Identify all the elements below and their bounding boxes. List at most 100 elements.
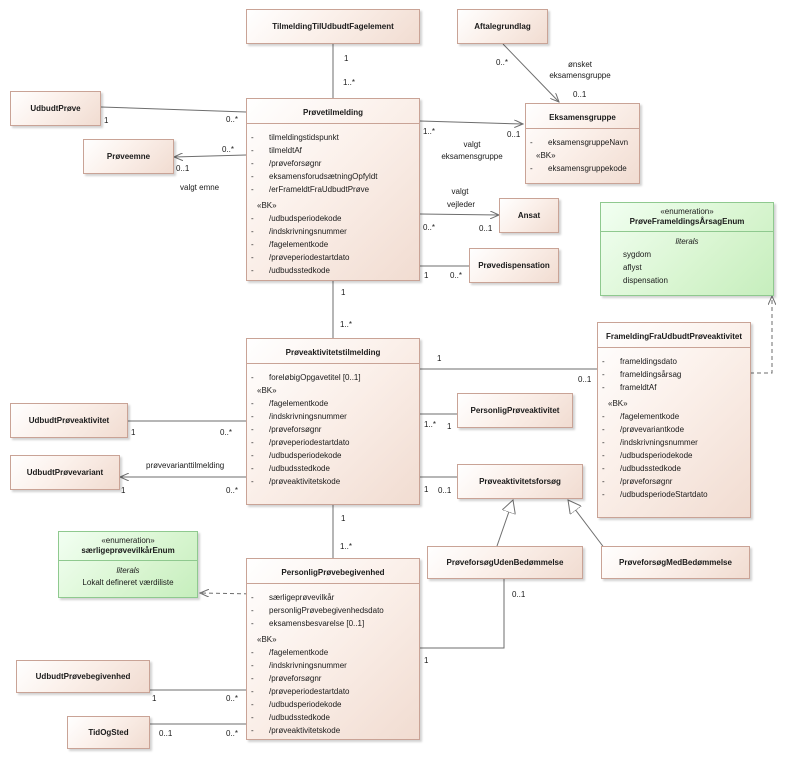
class-udbudt-proveaktivitet[interactable]: UdbudtPrøveaktivitet xyxy=(10,403,128,438)
class-proveemne[interactable]: Prøveemne xyxy=(83,139,174,174)
attribute: -frameldingsdato xyxy=(602,357,677,366)
class-name: Ansat xyxy=(517,211,541,220)
class-provedispensation[interactable]: Prøvedispensation xyxy=(469,248,559,283)
stereotype-bk: «BK» xyxy=(608,399,628,408)
class-title: PersonligPrøvebegivenhed xyxy=(247,559,419,584)
key-attribute: -/prøveaktivitetskode xyxy=(251,477,341,486)
generalization-uden-forsog xyxy=(496,500,513,547)
enum-prove-framelding-arsag[interactable]: «enumeration» PrøveFrameldingsÅrsagEnum … xyxy=(600,202,774,296)
key-attribute: -/udbudsperiodekode xyxy=(602,451,693,460)
role-label: prøvevarianttilmelding xyxy=(146,461,225,470)
enum-header: «enumeration» særligeprøvevilkårEnum xyxy=(59,532,197,561)
assoc-aftalegrundlag-eksamensgruppe xyxy=(502,43,559,102)
attribute-list: -foreløbigOpgavetitel [0..1] xyxy=(247,364,419,384)
key-attribute: -/prøveperiodestartdato xyxy=(251,687,350,696)
enum-literal: dispensation xyxy=(623,276,668,285)
key-list: -/fagelementkode -/indskrivningsnummer -… xyxy=(247,646,419,737)
assoc-provetilmelding-proveemne xyxy=(174,155,247,157)
attribute-list: -frameldingsdato -frameldingsårsag -fram… xyxy=(598,348,750,394)
multiplicity: 0..1 xyxy=(578,375,592,384)
key-attribute: -/indskrivningsnummer xyxy=(251,661,347,670)
class-framelding-fra-udbudt-proveaktivitet[interactable]: FrameldingFraUdbudtPrøveaktivitet -frame… xyxy=(597,322,751,518)
class-name: Prøveaktivitetsforsøg xyxy=(479,477,561,486)
class-tilmelding-til-udbudt-fagelement[interactable]: TilmeldingTilUdbudtFagelement xyxy=(246,9,420,44)
assoc-personligprovebegivenhed-udenbedommelse xyxy=(420,579,505,649)
key-attribute: -/udbudsstedkode xyxy=(251,464,330,473)
attribute: -personligPrøvebegivenhedsdato xyxy=(251,606,384,615)
class-udbudt-provebegivenhed[interactable]: UdbudtPrøvebegivenhed xyxy=(16,660,150,693)
key-attribute: -/indskrivningsnummer xyxy=(251,227,347,236)
enum-literal: Lokalt defineret værdiliste xyxy=(82,578,174,587)
multiplicity: 0..* xyxy=(423,223,436,232)
key-attribute: -/prøveforsøgnr xyxy=(602,477,673,486)
key-attribute: -eksamensgruppekode xyxy=(530,164,627,173)
class-title: Eksamensgruppe xyxy=(526,104,639,129)
class-personlig-proveaktivitet[interactable]: PersonligPrøveaktivitet xyxy=(457,393,573,428)
class-eksamensgruppe[interactable]: Eksamensgruppe -eksamensgruppeNavn «BK» … xyxy=(525,103,640,184)
attribute-list: -eksamensgruppeNavn xyxy=(526,129,639,149)
class-name: UdbudtPrøveaktivitet xyxy=(28,416,110,425)
enum-literal: sygdom xyxy=(623,250,652,259)
multiplicity: 0..1 xyxy=(159,729,173,738)
class-proveforsog-uden-bedommelse[interactable]: PrøveforsøgUdenBedømmelse xyxy=(427,546,583,579)
multiplicity: 0..* xyxy=(226,694,239,703)
class-aftalegrundlag[interactable]: Aftalegrundlag xyxy=(457,9,548,44)
key-attribute: -/udbudsstedkode xyxy=(602,464,681,473)
class-tid-og-sted[interactable]: TidOgSted xyxy=(67,716,150,749)
class-name: UdbudtPrøve xyxy=(30,104,81,113)
stereotype-bk: «BK» xyxy=(536,151,556,160)
key-attribute: -/prøveperiodestartdato xyxy=(251,438,350,447)
multiplicity: 1 xyxy=(424,271,429,280)
enum-saerlige-provevilkar[interactable]: «enumeration» særligeprøvevilkårEnum lit… xyxy=(58,531,198,598)
class-name: PersonligPrøveaktivitet xyxy=(470,406,560,415)
enum-section-label: literals xyxy=(675,237,699,246)
key-attribute: -/fagelementkode xyxy=(602,412,680,421)
key-attribute: -/indskrivningsnummer xyxy=(602,438,698,447)
multiplicity: 0..* xyxy=(226,486,239,495)
multiplicity: 0..* xyxy=(226,729,239,738)
key-attribute: -/udbudsperiodekode xyxy=(251,214,342,223)
multiplicity: 0..* xyxy=(222,145,235,154)
attribute: -særligeprøvevilkår xyxy=(251,593,335,602)
multiplicity: 0..* xyxy=(220,428,233,437)
enum-section-label: literals xyxy=(116,566,140,575)
attribute: -eksamensgruppeNavn xyxy=(530,138,629,147)
role-label: valgt xyxy=(451,187,469,196)
class-name: TilmeldingTilUdbudtFagelement xyxy=(272,22,394,31)
attribute-list: -særligeprøvevilkår -personligPrøvebegiv… xyxy=(247,584,419,630)
class-name: PrøveforsøgUdenBedømmelse xyxy=(446,558,564,567)
class-proveforsog-med-bedommelse[interactable]: PrøveforsøgMedBedømmelse xyxy=(601,546,750,579)
key-attribute: -/udbudsstedkode xyxy=(251,713,330,722)
enum-values: sygdom aflyst dispensation xyxy=(601,248,773,287)
key-attribute: -/fagelementkode xyxy=(251,648,329,657)
enum-stereotype: «enumeration» xyxy=(660,207,714,216)
class-udbudt-provevariant[interactable]: UdbudtPrøvevariant xyxy=(10,455,120,490)
multiplicity: 1 xyxy=(424,485,429,494)
class-name: Aftalegrundlag xyxy=(474,22,531,31)
multiplicity: 1..* xyxy=(423,127,436,136)
key-attribute: -/prøvevariantkode xyxy=(602,425,685,434)
attribute: -tilmeldingstidspunkt xyxy=(251,133,339,142)
multiplicity: 1..* xyxy=(340,320,353,329)
multiplicity: 0..* xyxy=(496,58,509,67)
generalization-med-forsog xyxy=(568,500,606,550)
class-ansat[interactable]: Ansat xyxy=(499,198,559,233)
multiplicity: 0..1 xyxy=(479,224,493,233)
key-attribute: -/fagelementkode xyxy=(251,399,329,408)
multiplicity: 1 xyxy=(437,354,442,363)
multiplicity: 0..* xyxy=(450,271,463,280)
multiplicity: 1 xyxy=(424,656,429,665)
multiplicity: 0..1 xyxy=(438,486,452,495)
multiplicity: 1..* xyxy=(424,420,437,429)
role-label: ønsket xyxy=(567,60,592,69)
key-attribute: -/udbudsperiodekode xyxy=(251,451,342,460)
class-name: TidOgSted xyxy=(88,728,129,737)
class-provetilmelding[interactable]: Prøvetilmelding -tilmeldingstidspunkt -t… xyxy=(246,98,420,281)
class-personlig-provebegivenhed[interactable]: PersonligPrøvebegivenhed -særligeprøvevi… xyxy=(246,558,420,740)
multiplicity: 1 xyxy=(121,486,126,495)
key-list: -/udbudsperiodekode -/indskrivningsnumme… xyxy=(247,212,419,277)
class-udbudt-prove[interactable]: UdbudtPrøve xyxy=(10,91,101,126)
class-proveaktivitetsforsog[interactable]: Prøveaktivitetsforsøg xyxy=(457,464,583,499)
class-proveaktivitetstilmelding[interactable]: Prøveaktivitetstilmelding -foreløbigOpga… xyxy=(246,338,420,505)
role-label: valgt xyxy=(463,140,481,149)
